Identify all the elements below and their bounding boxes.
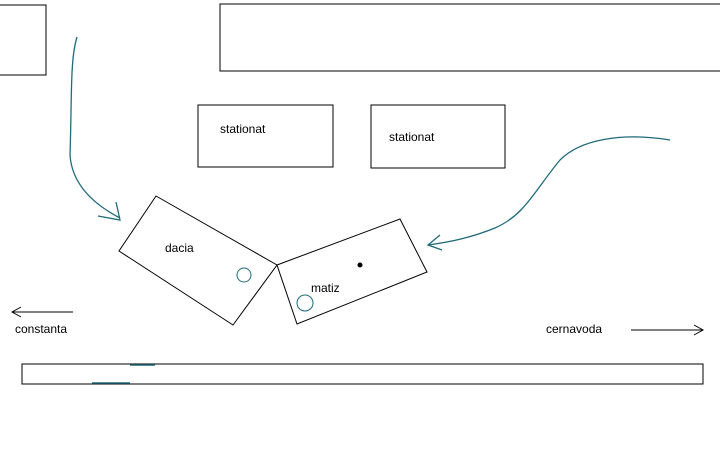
parked-car-left (197, 104, 334, 168)
trajectory-arrowhead-left (97, 201, 121, 221)
car-dacia-label: dacia (165, 241, 194, 255)
car-dacia (118, 195, 278, 326)
parked-car-right-label: stationat (389, 130, 435, 144)
direction-arrow-left-head (10, 306, 22, 318)
building-top-right (219, 3, 720, 72)
impact-dot (357, 262, 363, 268)
parked-car-left-label: stationat (220, 122, 266, 136)
parked-car-right (370, 104, 506, 169)
car-matiz-marker (296, 294, 314, 312)
trajectory-arrow-right (427, 136, 671, 246)
car-matiz (276, 218, 428, 325)
building-top-left (0, 4, 47, 76)
direction-arrow-right-head (693, 324, 705, 336)
car-dacia-marker (236, 267, 252, 283)
car-matiz-label: matiz (311, 281, 340, 295)
trajectory-arrow-left (69, 36, 121, 219)
trajectory-arrowhead-right (426, 234, 443, 251)
direction-right-label: cernavoda (546, 322, 602, 336)
direction-left-label: constanta (15, 322, 67, 336)
curb-bottom (21, 363, 704, 385)
